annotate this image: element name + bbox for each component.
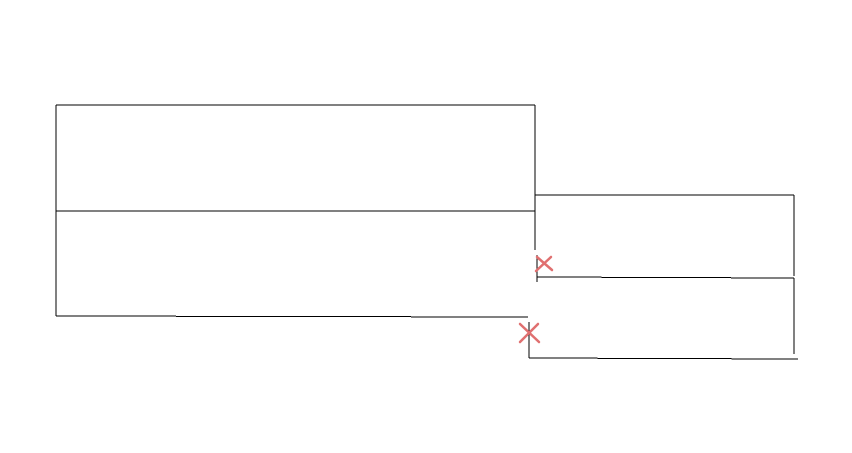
cross-mark-icon: [518, 322, 541, 344]
left-box-bottom-edge: [55, 315, 529, 318]
cross-mark-icon: [534, 255, 554, 273]
right-upper-box: [534, 194, 795, 282]
right-lower-box-bottom-edge: [528, 357, 799, 360]
right-lower-box: [528, 278, 799, 360]
left-box: [55, 104, 536, 318]
right-upper-box-bottom-edge: [536, 276, 795, 279]
